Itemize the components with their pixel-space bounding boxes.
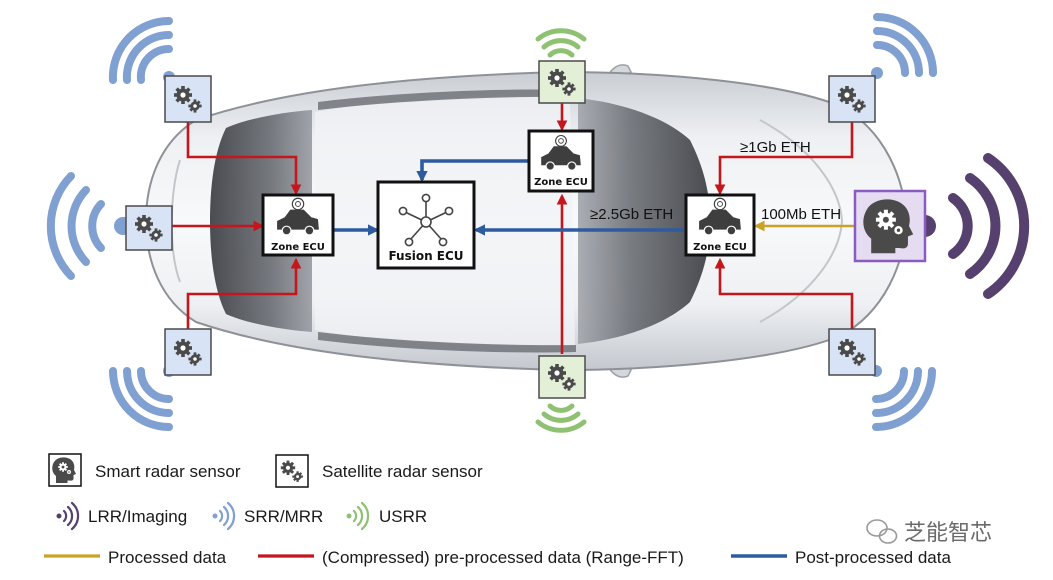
legend-satellite-radar: Satellite radar sensor <box>275 454 483 488</box>
zone-ecu-top: Zone ECU <box>527 129 595 193</box>
wave-usrr-bottom <box>535 403 587 433</box>
satellite-sensor-top-right <box>828 75 876 123</box>
zone-ecu-left: Zone ECU <box>261 193 335 257</box>
label-eth-1gb: ≥1Gb ETH <box>740 139 811 156</box>
satellite-sensor-left <box>125 205 173 251</box>
legend-lrr-imaging: LRR/Imaging <box>56 501 187 531</box>
satellite-sensor-top-left <box>164 75 212 123</box>
watermark-text: 芝能智芯 <box>904 521 992 546</box>
legend-usrr: USRR <box>346 501 427 531</box>
car-body <box>144 64 908 378</box>
smart-radar-sensor-front <box>853 189 927 263</box>
zone-ecu-right-label: Zone ECU <box>693 242 747 253</box>
watermark: 芝能智芯 <box>866 519 992 546</box>
fusion-ecu: Fusion ECU <box>376 180 476 270</box>
wave-srr-top-right <box>871 13 937 79</box>
wave-icon-lrr <box>56 501 80 531</box>
wave-srr-bottom-right <box>870 365 936 431</box>
network-hub-icon <box>398 193 454 247</box>
wave-lrr-front <box>914 153 1030 299</box>
svg-text:SRR/MRR: SRR/MRR <box>244 507 323 526</box>
legend-processed-data: Processed data <box>44 548 227 567</box>
legend-srr-mrr: SRR/MRR <box>212 501 323 531</box>
legend-preprocessed-data: (Compressed) pre-processed data (Range-F… <box>258 548 684 567</box>
satellite-sensor-bottom-right <box>828 328 876 376</box>
wave-srr-left <box>46 172 132 280</box>
svg-text:LRR/Imaging: LRR/Imaging <box>88 507 187 526</box>
svg-text:Smart radar sensor: Smart radar sensor <box>95 462 241 481</box>
wave-srr-top-left <box>108 16 175 84</box>
windshield <box>578 98 710 344</box>
zone-ecu-right: Zone ECU <box>684 193 756 257</box>
label-eth-2-5gb: ≥2.5Gb ETH <box>590 206 673 223</box>
wave-icon-usrr <box>346 501 370 531</box>
zone-ecu-top-label: Zone ECU <box>534 177 588 188</box>
fusion-ecu-label: Fusion ECU <box>388 249 463 263</box>
svg-text:USRR: USRR <box>379 507 427 526</box>
links-postprocessed <box>334 159 684 236</box>
satellite-sensor-bottom-left <box>164 328 212 376</box>
legend-smart-radar: Smart radar sensor <box>48 453 241 487</box>
usrr-sensor-top <box>538 60 586 104</box>
legend: Smart radar sensor Satellite radar senso… <box>44 453 951 567</box>
zone-ecu-left-label: Zone ECU <box>271 242 325 253</box>
usrr-sensor-bottom <box>538 355 586 399</box>
svg-text:(Compressed) pre-processed dat: (Compressed) pre-processed data (Range-F… <box>322 548 684 567</box>
svg-text:Post-processed data: Post-processed data <box>795 548 951 567</box>
wave-usrr-top <box>535 28 587 58</box>
legend-postprocessed-data: Post-processed data <box>731 548 951 567</box>
label-eth-100mb: 100Mb ETH <box>761 206 841 223</box>
wave-icon-srr <box>212 501 236 531</box>
links-preprocessed <box>172 100 854 354</box>
svg-text:Processed data: Processed data <box>108 548 227 567</box>
wechat-icon <box>866 519 898 544</box>
svg-text:Satellite radar sensor: Satellite radar sensor <box>322 462 483 481</box>
